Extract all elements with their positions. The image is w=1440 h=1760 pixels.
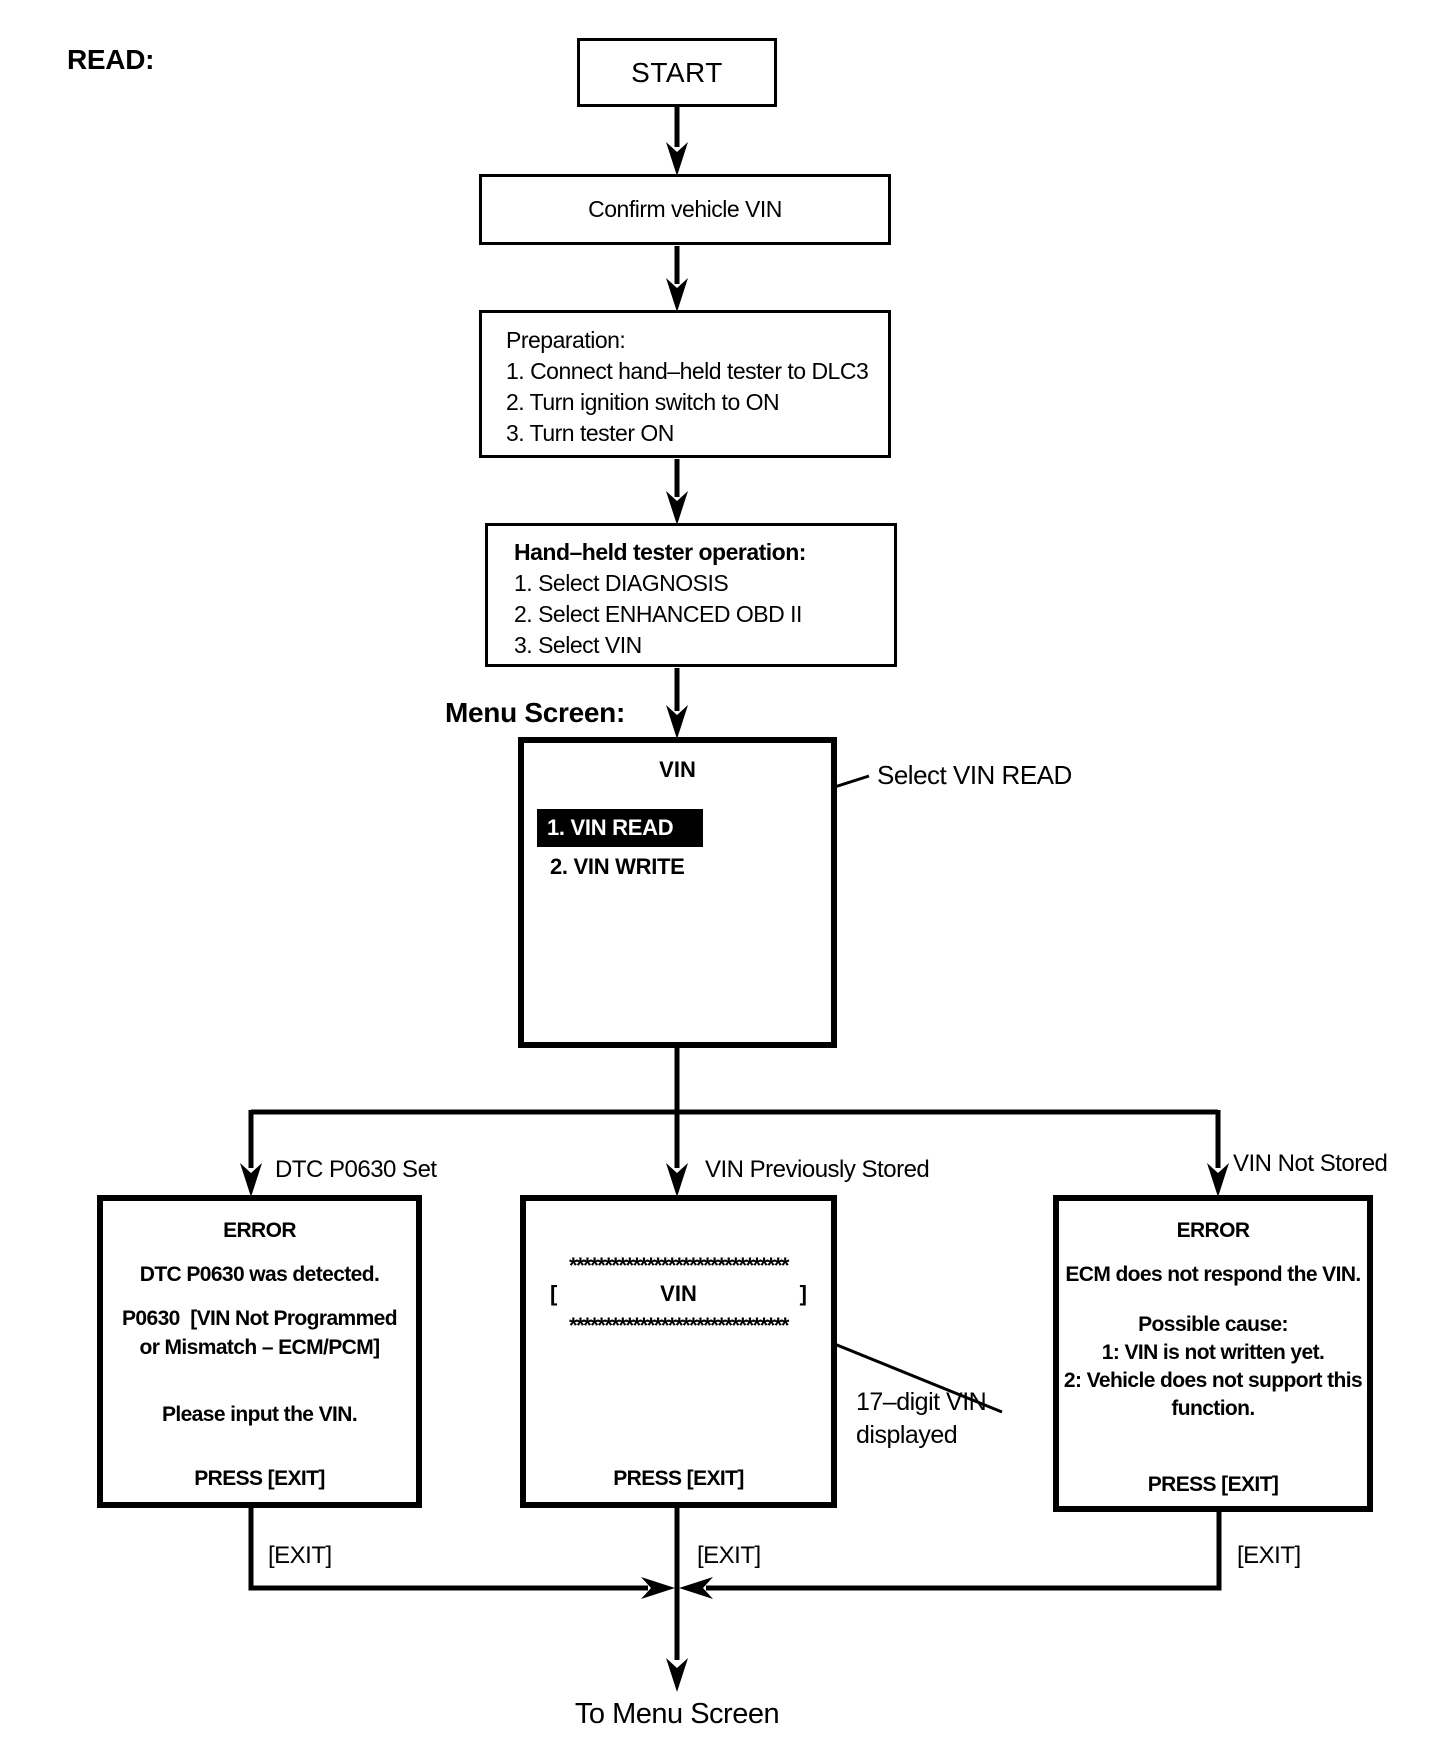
error-screen-dtc: ERROR DTC P0630 was detected. P0630 [VIN… (97, 1195, 422, 1508)
arrowhead-down-branch-left (240, 1163, 262, 1197)
arrowhead-down-branch-right (1207, 1163, 1229, 1197)
bracket-open: [ (550, 1281, 558, 1306)
arrowhead-down-tester (666, 491, 688, 525)
exit-right-stem (706, 1506, 1222, 1591)
tester-operation-heading: Hand–held tester operation: (514, 539, 806, 565)
arrowhead-right-converge (641, 1577, 675, 1599)
preparation-item: 3. Turn tester ON (506, 420, 674, 446)
branch-label-dtc-set: DTC P0630 Set (275, 1156, 437, 1183)
press-exit-line: PRESS [EXIT] (1147, 1473, 1279, 1496)
preparation-item: 2. Turn ignition switch to ON (506, 389, 780, 415)
preparation-item: 1. Connect hand–held tester to DLC3 (506, 358, 869, 384)
arrowhead-left-converge (679, 1577, 713, 1599)
confirm-vin-label: Confirm vehicle VIN (588, 196, 782, 222)
vin-digits-callout-line1: 17–digit VIN (856, 1388, 987, 1416)
arrowhead-down-menu (666, 705, 688, 739)
menu-item-vin-write: 2. VIN WRITE (550, 854, 685, 879)
vin-value-label: VIN (660, 1281, 697, 1306)
screen-line: P0630 [VIN Not Programmed (122, 1307, 398, 1330)
menu-item-vin-read-label: 1. VIN READ (547, 815, 674, 840)
arrowhead-down-branch-middle (666, 1163, 688, 1197)
vin-digits-callout-line2: displayed (856, 1421, 958, 1449)
exit-label-right: [EXIT] (1237, 1542, 1301, 1569)
screen-line: Please input the VIN. (161, 1403, 358, 1426)
screen-title: ERROR (223, 1219, 296, 1242)
tester-operation-item: 3. Select VIN (514, 632, 642, 658)
preparation-heading: Preparation: (506, 327, 626, 353)
screen-title: ERROR (1176, 1219, 1250, 1242)
screen-line: 2: Vehicle does not support this (1063, 1369, 1363, 1392)
to-menu-screen-label: To Menu Screen (574, 1698, 780, 1730)
press-exit-line: PRESS [EXIT] (194, 1467, 325, 1490)
asterisk-row: ******************************* (569, 1253, 789, 1278)
menu-title: VIN (659, 757, 696, 782)
vin-digits-callout: 17–digit VIN displayed (856, 1386, 987, 1452)
screen-line: ECM does not respond the VIN. (1065, 1263, 1361, 1286)
start-label: START (631, 56, 723, 88)
branch-label-vin-stored: VIN Previously Stored (705, 1156, 930, 1183)
menu-item-vin-read-selected: 1. VIN READ (537, 809, 703, 847)
branch-label-vin-not-stored: VIN Not Stored (1233, 1150, 1388, 1177)
asterisk-row: ******************************* (569, 1313, 789, 1338)
preparation-box: Preparation: 1. Connect hand–held tester… (479, 310, 891, 458)
vin-display-screen: ******************************* [ VIN ] … (520, 1195, 837, 1508)
vin-bracket-row: [ VIN ] (550, 1281, 807, 1307)
screen-line: 1: VIN is not written yet. (1101, 1341, 1325, 1364)
start-box: START (577, 38, 777, 107)
screen-line: Possible cause: (1138, 1313, 1288, 1336)
menu-screen-box: VIN 1. VIN READ 2. VIN WRITE (518, 737, 837, 1048)
screen-line: function. (1171, 1397, 1255, 1420)
arrowhead-down-confirm (666, 142, 688, 176)
screen-line: DTC P0630 was detected. (139, 1263, 380, 1286)
tester-operation-item: 2. Select ENHANCED OBD II (514, 601, 802, 627)
menu-screen-heading: Menu Screen: (445, 697, 625, 728)
confirm-vin-box: Confirm vehicle VIN (479, 174, 891, 245)
screen-line: or Mismatch – ECM/PCM] (139, 1336, 381, 1359)
tester-operation-box: Hand–held tester operation: 1. Select DI… (485, 523, 897, 667)
bracket-close: ] (799, 1281, 807, 1306)
arrowhead-down-preparation (666, 278, 688, 312)
tester-operation-item: 1. Select DIAGNOSIS (514, 570, 729, 596)
exit-label-left: [EXIT] (268, 1542, 332, 1569)
exit-left-stem (248, 1506, 648, 1591)
read-heading: READ: (67, 44, 155, 75)
select-vin-read-callout: Select VIN READ (877, 760, 1072, 790)
press-exit-line: PRESS [EXIT] (613, 1467, 744, 1490)
exit-label-middle: [EXIT] (697, 1542, 761, 1569)
arrowhead-down-to-menu-screen (666, 1658, 688, 1692)
error-screen-not-stored: ERROR ECM does not respond the VIN. Poss… (1053, 1195, 1373, 1512)
